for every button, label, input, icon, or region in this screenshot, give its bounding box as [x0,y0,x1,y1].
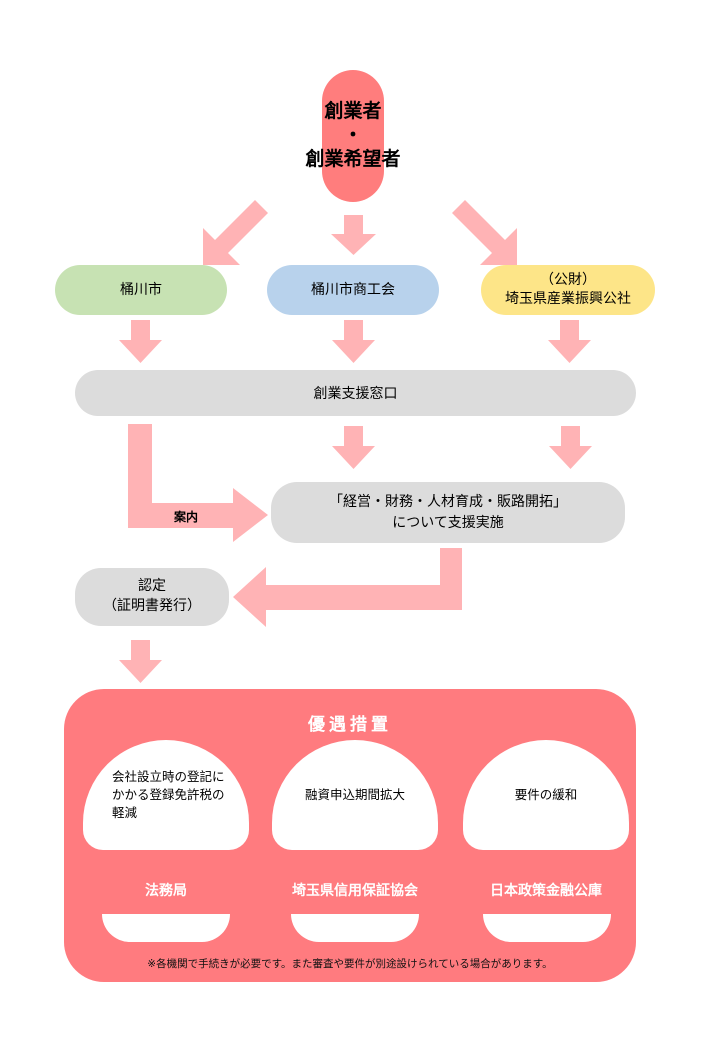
founder-label-line1: 創業者 [324,100,382,123]
benefit-bowl-2 [291,914,419,942]
benefit-org-1: 法務局 [145,883,187,899]
arrow-founder-to-corp [452,200,517,265]
cert-label-line2: （証明書発行） [103,598,201,614]
benefit-text-3: 要件の緩和 [514,786,578,802]
arrow-window-to-support-mid [332,426,375,469]
benefits-note: ※各機関で手続きが必要です。また審査や要件が別途設けられている場合があります。 [147,958,553,970]
certification-node: 認定 （証明書発行） [75,568,229,626]
benefit-bowl-3 [483,914,611,942]
arrow-founder-to-chamber [331,215,376,255]
support-label-line2: について支援実施 [392,514,504,531]
benefit-bowl-1 [102,914,230,942]
support-window-node: 創業支援窓口 [75,370,636,416]
benefit-text-1: 会社設立時の登記にかかる登録免許税の軽減 [112,768,225,821]
founder-label-line2: 創業希望者 [305,147,401,170]
founder-node: 創業者 ・ 創業希望者 [306,70,401,202]
arrow-founder-to-city [203,200,268,265]
city-node: 桶川市 [55,265,227,315]
arrow-support-to-cert [233,548,462,627]
corp-label-line1: （公財） [540,272,596,289]
support-node: 「経営・財務・人材育成・販路開拓」 について支援実施 [271,482,625,543]
arrow-city-to-window [119,320,162,363]
support-label-line1: 「経営・財務・人材育成・販路開拓」 [329,494,567,511]
arrow-corp-to-window [548,320,591,363]
support-window-label: 創業支援窓口 [313,386,398,402]
chamber-label: 桶川市商工会 [311,281,395,298]
corp-label-line2: 埼玉県産業振興公社 [505,291,631,307]
benefit-text-2: 融資申込期間拡大 [304,786,405,802]
arrow-chamber-to-window [332,320,375,363]
city-label: 桶川市 [120,281,162,298]
founder-label-dot: ・ [343,124,363,147]
benefit-org-2: 埼玉県信用保証協会 [292,883,418,899]
cert-label-line1: 認定 [138,578,166,595]
arrow-guide [128,424,268,542]
arrow-cert-to-benefits [119,640,162,683]
guide-label: 案内 [174,510,199,524]
benefit-org-3: 日本政策金融公庫 [490,883,602,899]
benefits-title: 優遇措置 [308,715,392,735]
corp-node: （公財） 埼玉県産業振興公社 [481,265,655,315]
chamber-node: 桶川市商工会 [267,265,439,315]
arrow-window-to-support-right [549,426,592,469]
